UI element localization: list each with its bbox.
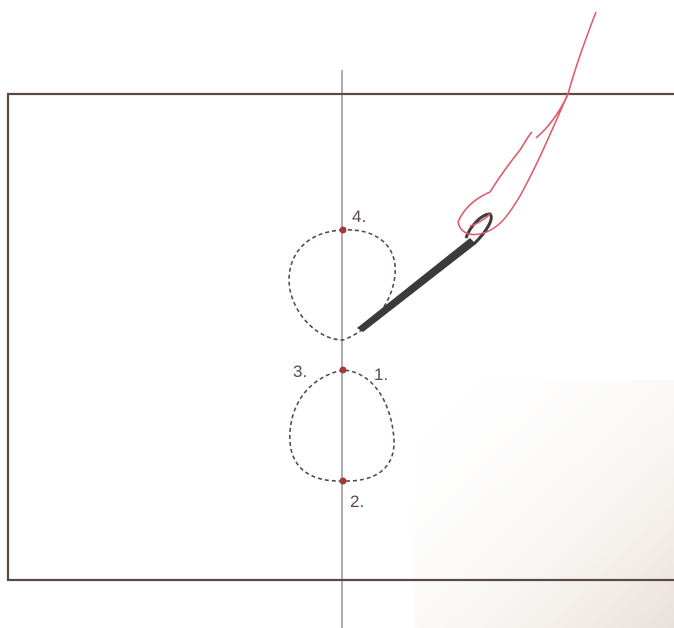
step-label-4: 4. xyxy=(352,207,366,226)
stitch-point-4 xyxy=(340,227,347,234)
needle-icon xyxy=(357,214,491,332)
stitch-point-2 xyxy=(340,478,347,485)
hand-icon xyxy=(458,12,596,235)
background-shade xyxy=(415,380,674,628)
step-label-1: 1. xyxy=(374,365,388,384)
stitch-point-1-3 xyxy=(340,367,347,374)
step-label-2: 2. xyxy=(350,492,364,511)
step-label-3: 3. xyxy=(293,362,307,381)
